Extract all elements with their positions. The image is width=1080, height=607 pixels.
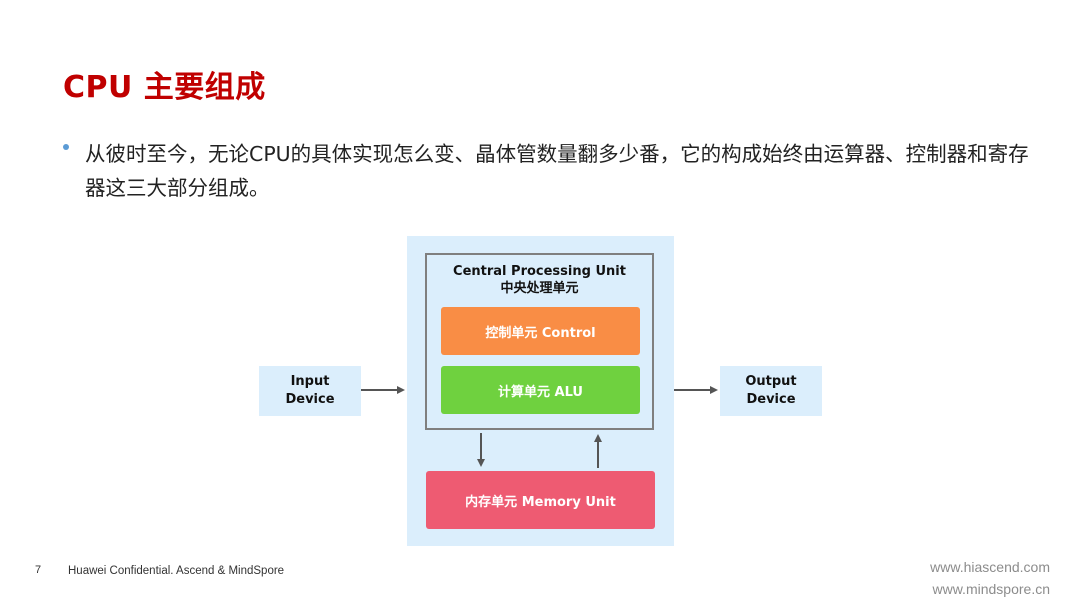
page-number: 7	[35, 564, 42, 576]
page-title: CPU 主要组成	[63, 70, 266, 105]
input-device-line2: Device	[285, 392, 335, 407]
cpu-label-zh: 中央处理单元	[500, 281, 579, 296]
cpu-frame	[425, 253, 654, 430]
confidential-notice: Huawei Confidential. Ascend & MindSpore	[68, 565, 285, 577]
bullet-dot-icon	[63, 144, 69, 150]
memory-unit-box: 内存单元 Memory Unit	[426, 471, 655, 529]
output-device-line1: Output	[745, 374, 797, 389]
cpu-label: Central Processing Unit 中央处理单元	[425, 263, 654, 297]
bullet-text: 从彼时至今，无论CPU的具体实现怎么变、晶体管数量翻多少番，它的构成始终由运算器…	[85, 142, 1029, 200]
output-device-box: Output Device	[720, 366, 822, 416]
output-device-line2: Device	[746, 392, 796, 407]
alu-box: 计算单元 ALU	[441, 366, 640, 414]
cpu-label-en: Central Processing Unit	[453, 264, 626, 279]
footer-links: www.hiascend.com www.mindspore.cn	[930, 556, 1050, 600]
footer-link-mindspore[interactable]: www.mindspore.cn	[932, 581, 1051, 597]
input-device-box: Input Device	[259, 366, 361, 416]
input-device-line1: Input	[290, 374, 330, 389]
footer-link-hiascend[interactable]: www.hiascend.com	[930, 559, 1050, 575]
bullet-item: 从彼时至今，无论CPU的具体实现怎么变、晶体管数量翻多少番，它的构成始终由运算器…	[63, 137, 1043, 205]
control-unit-box: 控制单元 Control	[441, 307, 640, 355]
